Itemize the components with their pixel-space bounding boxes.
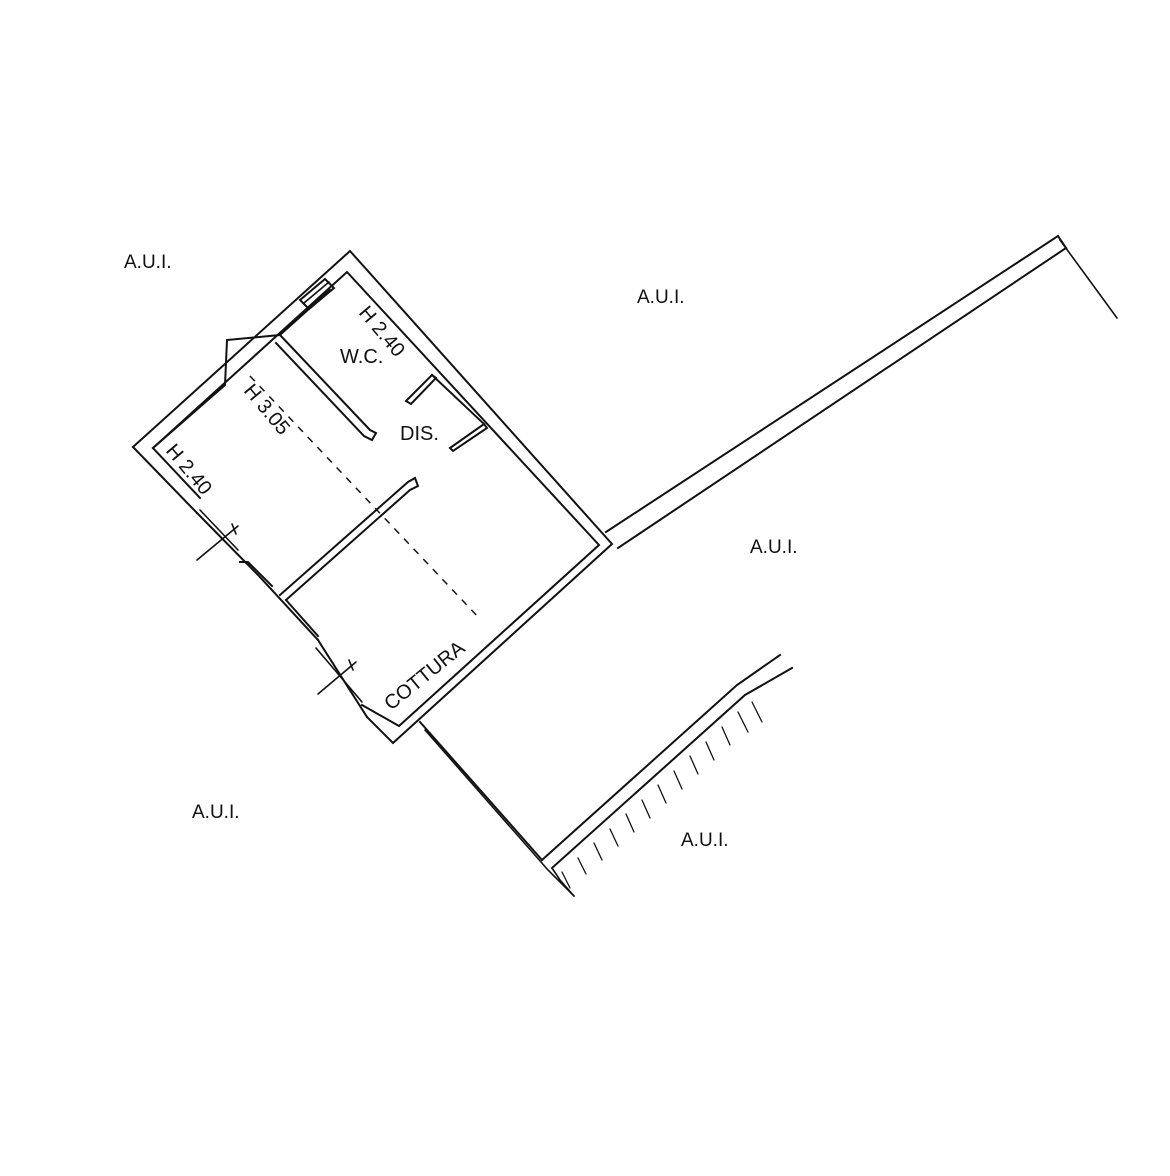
- hatch-13: [751, 701, 763, 723]
- hatch-8: [673, 770, 683, 790]
- embankment-hatching: [561, 701, 763, 889]
- dis-door-jamb-top: [404, 373, 438, 406]
- hatch-3: [593, 842, 603, 861]
- building-walls: [131, 249, 614, 745]
- door-marker-1-tick: [231, 523, 237, 535]
- hatch-9: [689, 755, 699, 775]
- wc-window-glass: [303, 281, 330, 304]
- label-main-height: H 3.05: [239, 380, 294, 439]
- hatch-6: [641, 799, 651, 819]
- hatch-5: [625, 813, 635, 833]
- ceiling-height-line: [249, 375, 482, 621]
- west-wall-segment-2-inner: [239, 561, 274, 588]
- door-marker-2-tick: [348, 659, 354, 671]
- kitchen-partition: [278, 476, 420, 602]
- south-wall-hatch-line: [424, 729, 575, 897]
- label-aui-right: A.U.I.: [750, 537, 798, 558]
- hatch-7: [657, 784, 667, 804]
- west-wall-sill-1: [199, 509, 239, 551]
- south-boundary: [418, 653, 794, 897]
- west-wall-segment-1-inner: [151, 446, 202, 500]
- label-side-height: H 2.40: [161, 440, 216, 499]
- label-wc-name: W.C.: [340, 346, 383, 368]
- label-aui-bottom-left: A.U.I.: [192, 802, 240, 823]
- hatch-2: [577, 857, 587, 875]
- label-aui-top-center: A.U.I.: [637, 287, 685, 308]
- ne-property-line: [1059, 239, 1118, 319]
- west-wall-segment-1: [131, 445, 199, 515]
- west-wall-sill-2: [315, 647, 363, 703]
- wc-window-frame: [298, 277, 336, 311]
- door-marker-2: [317, 661, 357, 695]
- retaining-wall-outer: [540, 653, 782, 862]
- hatch-10: [705, 741, 715, 761]
- dis-door-jamb-bottom: [448, 422, 489, 453]
- dis-wall: [430, 373, 486, 426]
- label-aui-top-left: A.U.I.: [124, 252, 172, 273]
- south-wall-line: [418, 720, 544, 862]
- hatch-12: [737, 711, 749, 733]
- inner-wall-line: [151, 270, 601, 728]
- partitions: [151, 277, 489, 638]
- label-dis-name: DIS.: [400, 423, 439, 445]
- wc-partition: [274, 333, 378, 442]
- hatch-11: [721, 726, 731, 746]
- ne-wall-outer: [604, 234, 1060, 534]
- retaining-wall-end: [551, 867, 575, 897]
- hatch-1: [561, 871, 571, 889]
- label-aui-bottom-right: A.U.I.: [681, 830, 729, 851]
- north-east-boundary-wall: [604, 234, 1118, 550]
- west-wall: [131, 445, 369, 719]
- hatch-4: [609, 828, 619, 847]
- door-marker-1: [196, 525, 239, 561]
- west-wall-segment-2: [195, 511, 320, 642]
- outer-wall-line: [131, 249, 614, 745]
- side-room-box: [151, 333, 282, 450]
- retaining-wall-inner: [550, 666, 794, 870]
- ne-wall-inner: [616, 246, 1068, 550]
- kitchen-partition-stub: [284, 598, 320, 638]
- door-markers: [196, 523, 357, 695]
